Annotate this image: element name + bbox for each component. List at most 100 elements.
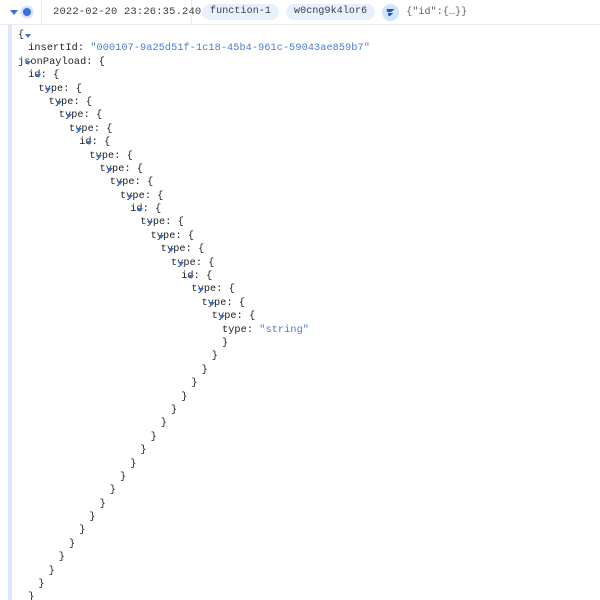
tree-collapse-toggle-icon[interactable] (167, 248, 174, 253)
json-brace: } (160, 418, 168, 430)
json-tree-row: } (18, 364, 600, 377)
json-brace: } (130, 458, 137, 470)
json-tree-row: } (18, 431, 600, 444)
json-separator: : (226, 297, 239, 309)
json-brace: { (18, 30, 25, 41)
json-brace: { (187, 230, 195, 242)
tree-collapse-toggle-icon[interactable] (208, 301, 215, 306)
json-separator: : (175, 230, 188, 242)
tree-collapse-toggle-icon[interactable] (35, 74, 42, 79)
json-brace: } (99, 498, 106, 510)
tree-collapse-toggle-icon[interactable] (218, 315, 225, 320)
json-brace: } (140, 445, 147, 457)
json-brace: { (98, 56, 106, 68)
json-brace: { (198, 244, 205, 256)
json-tree-row: type: { (18, 150, 600, 163)
json-separator: : (73, 96, 86, 108)
tree-collapse-toggle-icon[interactable] (147, 221, 154, 226)
json-brace: } (222, 337, 229, 349)
json-tree-row: type: { (18, 297, 600, 310)
tree-collapse-toggle-icon[interactable] (178, 261, 184, 266)
chevron-down-icon[interactable] (9, 9, 18, 15)
json-key: jsonPayload (18, 56, 87, 68)
json-tree-row: type: { (18, 176, 600, 189)
json-separator: : (144, 190, 158, 202)
json-tree-row: } (18, 578, 600, 591)
log-entry-header[interactable]: 2022-02-20 23:26:35.240 JST function-1 w… (0, 0, 600, 25)
tree-collapse-toggle-icon[interactable] (127, 194, 133, 199)
tree-collapse-toggle-icon[interactable] (188, 275, 195, 280)
resource-chip-execution-id[interactable]: w0cng9k4lor6 (286, 4, 376, 20)
json-separator: : (86, 56, 99, 68)
log-row-controls (0, 0, 42, 25)
json-tree-row: insertId: "000107-9a25d51f-1c18-45b4-961… (18, 42, 600, 55)
json-tree: {insertId: "000107-9a25d51f-1c18-45b4-96… (0, 29, 600, 600)
json-tree-row: type: { (18, 96, 600, 109)
json-brace: { (177, 217, 184, 229)
json-tree-row: type: { (18, 257, 600, 270)
json-brace: { (104, 137, 111, 149)
tree-collapse-toggle-icon[interactable] (157, 234, 164, 239)
json-separator: : (134, 177, 148, 189)
json-key: id (181, 271, 194, 283)
tree-collapse-toggle-icon[interactable] (106, 167, 113, 172)
json-key: insertId (28, 43, 78, 55)
json-tree-row: } (18, 511, 600, 524)
resource-chip-function[interactable]: function-1 (202, 4, 280, 20)
tree-collapse-toggle-icon[interactable] (25, 34, 31, 38)
json-tree-row: type: { (18, 243, 600, 256)
json-tree-row: id: { (18, 136, 600, 149)
tree-collapse-toggle-icon[interactable] (65, 114, 72, 119)
json-brace: { (53, 70, 60, 82)
json-brace: { (155, 204, 162, 216)
json-tree-row: } (18, 551, 600, 564)
json-brace: { (157, 190, 164, 202)
json-tree-row: } (18, 498, 600, 511)
json-tree-row: } (18, 458, 600, 471)
json-value: "string" (259, 324, 310, 336)
json-separator: : (185, 244, 199, 256)
json-brace: { (249, 311, 256, 323)
json-key: id (79, 137, 92, 149)
json-brace: { (208, 257, 215, 269)
json-tree-row: type: { (18, 109, 600, 122)
json-tree-row: type: { (18, 216, 600, 229)
json-separator: : (124, 163, 137, 175)
log-summary: function-1 w0cng9k4lor6 {"id":{…}} (192, 0, 600, 25)
json-payload-viewer[interactable]: {insertId: "000107-9a25d51f-1c18-45b4-96… (0, 25, 600, 600)
json-brace: { (206, 271, 213, 283)
tree-collapse-toggle-icon[interactable] (25, 60, 31, 65)
json-tree-row: } (18, 350, 600, 363)
json-tree-row: } (18, 565, 600, 578)
json-tree-row: id: { (18, 270, 600, 283)
json-brace: } (109, 485, 117, 497)
tree-collapse-toggle-icon[interactable] (137, 208, 144, 213)
tree-collapse-toggle-icon[interactable] (86, 141, 93, 146)
json-brace: { (126, 150, 133, 162)
json-key: id (130, 204, 143, 216)
log-json-preview: {"id":{…}} (406, 6, 468, 18)
json-separator: : (91, 137, 105, 149)
json-brace: { (75, 83, 82, 95)
json-tree-row: type: { (18, 230, 600, 243)
tree-collapse-toggle-icon[interactable] (45, 87, 52, 92)
json-tree-row: } (18, 444, 600, 457)
log-flow-icon[interactable] (382, 3, 400, 21)
tree-collapse-toggle-icon[interactable] (116, 181, 123, 186)
tree-collapse-toggle-icon[interactable] (55, 100, 62, 105)
json-brace: { (228, 284, 235, 296)
json-brace: } (120, 471, 127, 483)
json-tree-row: type: { (18, 283, 600, 296)
tree-collapse-toggle-icon[interactable] (76, 127, 82, 132)
json-tree-row: } (18, 484, 600, 497)
json-brace: { (106, 123, 113, 135)
severity-dot-icon[interactable] (23, 8, 32, 16)
json-brace: { (147, 177, 154, 189)
json-separator: : (216, 284, 229, 296)
json-separator: : (83, 110, 97, 122)
json-brace: { (96, 110, 103, 122)
tree-collapse-toggle-icon[interactable] (96, 154, 103, 159)
json-brace: } (181, 391, 188, 403)
json-brace: } (201, 364, 208, 376)
tree-collapse-toggle-icon[interactable] (198, 288, 205, 293)
